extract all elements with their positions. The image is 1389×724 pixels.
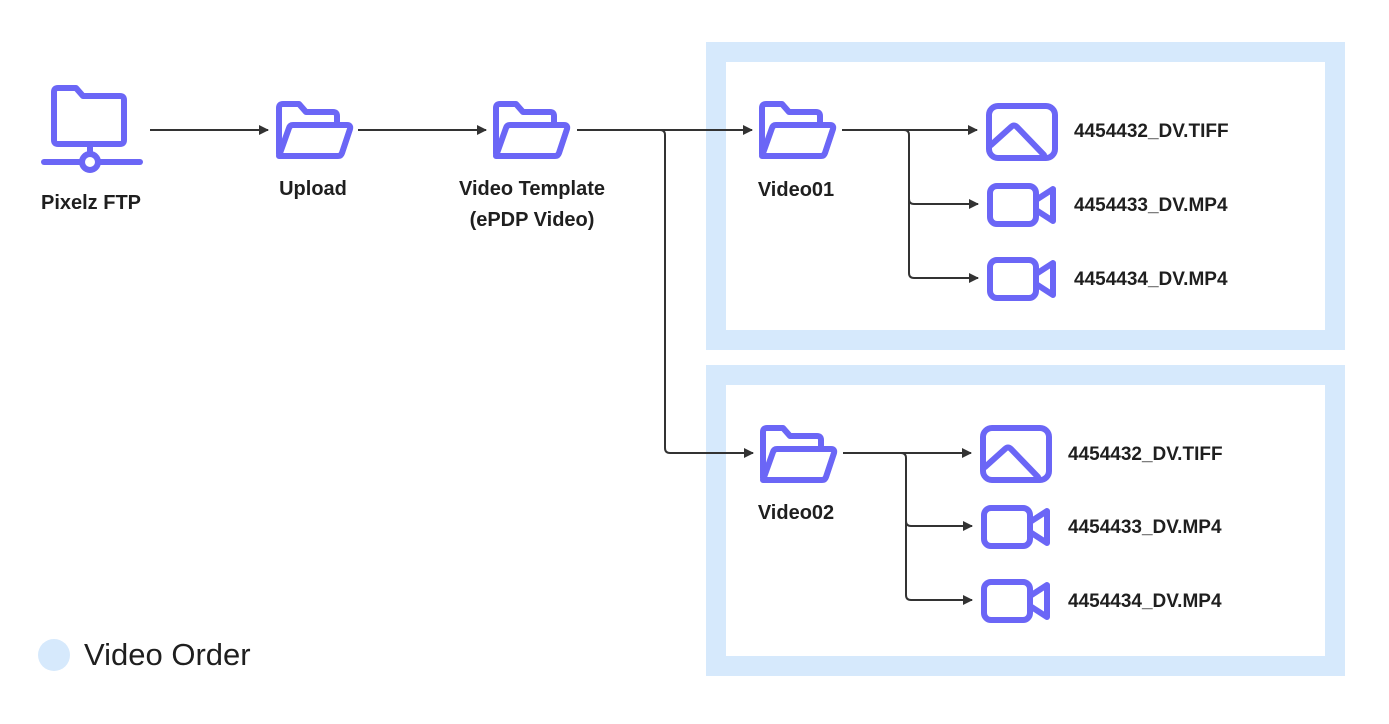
video01-folder-icon [762, 104, 833, 156]
file-label: 4454433_DV.MP4 [1068, 517, 1222, 538]
legend-label: Video Order [84, 637, 251, 672]
arrow-template-to-video02 [577, 129, 754, 458]
arrow-video02-file3 [905, 521, 973, 605]
video-camera-icon [990, 260, 1053, 298]
arrow-video01-file3 [908, 199, 979, 283]
network-folder-icon [41, 85, 143, 173]
arrow-video01-file2 [842, 129, 979, 209]
video02-label: Video02 [757, 502, 835, 524]
image-icon [989, 106, 1055, 158]
upload-folder-icon [279, 104, 350, 156]
template-label-line2: (ePDP Video) [469, 209, 595, 231]
file-label: 4454434_DV.MP4 [1074, 269, 1228, 290]
upload-label: Upload [279, 178, 347, 200]
file-label: 4454434_DV.MP4 [1068, 591, 1222, 612]
ftp-label: Pixelz FTP [40, 192, 142, 214]
group-video02-container [706, 365, 1345, 676]
file-label: 4454433_DV.MP4 [1074, 195, 1228, 216]
video02-folder-icon [763, 428, 834, 480]
image-icon [983, 428, 1049, 480]
group-video01-container [706, 42, 1345, 350]
legend-swatch [38, 639, 70, 671]
arrow-video02-file2 [843, 452, 973, 531]
video-camera-icon [990, 186, 1053, 224]
file-label: 4454432_DV.TIFF [1074, 121, 1229, 142]
video-camera-icon [984, 582, 1047, 620]
video-camera-icon [984, 508, 1047, 546]
video01-label: Video01 [757, 179, 835, 201]
file-label: 4454432_DV.TIFF [1068, 444, 1223, 465]
template-folder-icon [496, 104, 567, 156]
template-label-line1: Video Template [459, 178, 605, 200]
